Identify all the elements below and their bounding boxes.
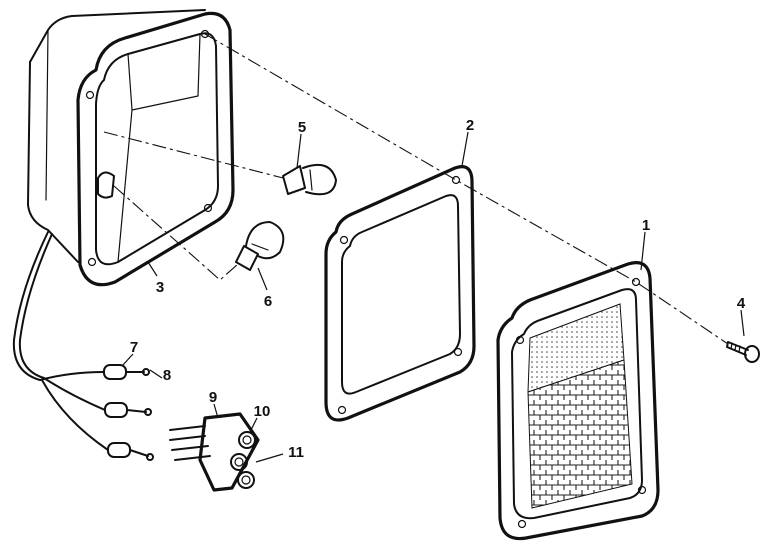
bullet-connector-upper bbox=[103, 364, 150, 380]
callout-6: 6 bbox=[264, 293, 272, 310]
bullet-connector-middle bbox=[104, 402, 152, 418]
connector-block bbox=[169, 412, 260, 492]
callout-5: 5 bbox=[298, 119, 306, 136]
wiring-harness bbox=[12, 231, 109, 451]
bulb-lower bbox=[235, 221, 285, 271]
bullet-connector-lower bbox=[107, 442, 154, 461]
callout-10: 10 bbox=[254, 403, 271, 420]
callout-1: 1 bbox=[642, 217, 650, 234]
callout-9: 9 bbox=[209, 389, 217, 406]
bulb-upper bbox=[282, 164, 337, 196]
lens-reflector-grid bbox=[527, 359, 633, 509]
alignment-lines bbox=[103, 33, 729, 345]
leader-lines bbox=[121, 131, 745, 463]
callout-7: 7 bbox=[130, 339, 138, 356]
callout-3: 3 bbox=[156, 279, 164, 296]
callout-4: 4 bbox=[737, 295, 746, 312]
lens-assembly bbox=[496, 261, 660, 541]
callout-2: 2 bbox=[466, 117, 474, 134]
screw bbox=[726, 341, 760, 363]
callout-labels: 1 2 3 4 5 6 7 8 9 10 11 bbox=[130, 117, 746, 461]
gasket bbox=[324, 165, 476, 422]
callout-11: 11 bbox=[288, 444, 304, 461]
lamp-housing bbox=[27, 9, 235, 287]
callout-8: 8 bbox=[163, 367, 171, 384]
